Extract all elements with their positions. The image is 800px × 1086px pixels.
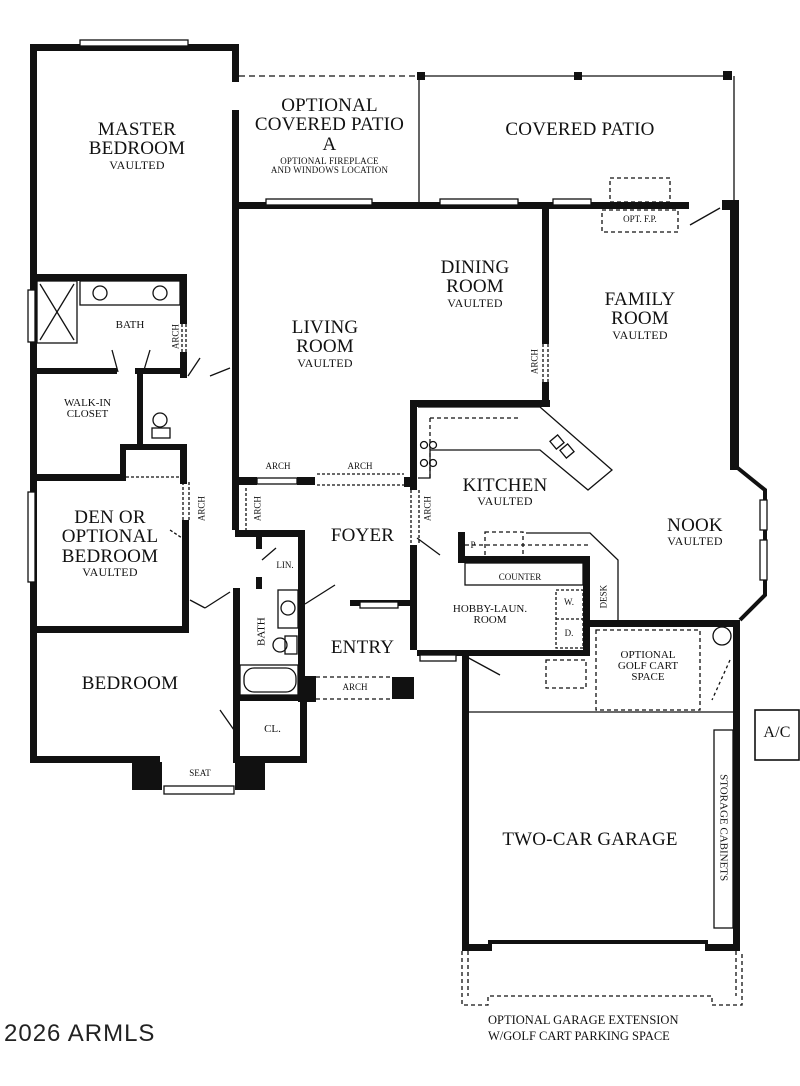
bedroom-label: BEDROOM (81, 673, 179, 694)
family-room-line1: FAMILY (604, 289, 676, 310)
covered-patio-label: COVERED PATIO (505, 119, 655, 140)
kitchen-label: KITCHEN VAULTED (450, 476, 560, 508)
optional-patio-note1: OPTIONAL FIREPLACE (280, 156, 379, 167)
living-room-line2: ROOM (296, 336, 354, 358)
den-line2: OPTIONAL (61, 526, 159, 548)
foyer-label: FOYER (330, 525, 395, 546)
optional-patio-note2: AND WINDOWS LOCATION (270, 165, 389, 176)
counter-label: COUNTER (485, 572, 555, 583)
optional-patio-label: OPTIONAL COVERED PATIO A OPTIONAL FIREPL… (242, 96, 417, 175)
golf-cart-line1: OPTIONAL (620, 649, 676, 661)
den-line1: DEN OR (74, 507, 146, 528)
pantry-label: P (470, 540, 476, 550)
linen-label: LIN. (276, 560, 294, 570)
nook-note: VAULTED (667, 534, 723, 549)
den-label: DEN OR OPTIONAL BEDROOM VAULTED (50, 507, 170, 580)
arch-label-master-bath: ARCH (170, 324, 181, 350)
den-line3: BEDROOM (61, 545, 159, 567)
nook-label: NOOK VAULTED (650, 516, 740, 548)
watermark: 2026 ARMLS (4, 1020, 156, 1047)
arch-label-living-1: ARCH (265, 461, 291, 471)
washer-label: W. (564, 597, 574, 607)
living-room-line1: LIVING (291, 317, 359, 338)
master-bedroom-line1: MASTER (97, 119, 177, 140)
master-bath-label: BATH (115, 319, 145, 331)
hobby-laundry-line2: ROOM (473, 614, 507, 627)
arch-label-living-2: ARCH (347, 461, 373, 471)
kitchen-name: KITCHEN (462, 475, 548, 496)
master-bedroom-label: MASTER BEDROOM VAULTED (82, 120, 192, 171)
golf-cart-line2: GOLF CART (617, 660, 679, 673)
nook-name: NOOK (667, 515, 723, 536)
seat-label: SEAT (189, 768, 211, 778)
golf-cart-line3: SPACE (631, 671, 665, 684)
optional-patio-line1: OPTIONAL (281, 95, 378, 116)
ac-label: A/C (763, 724, 791, 741)
arch-label-foyer-left: ARCH (252, 496, 263, 522)
dining-room-label: DINING ROOM VAULTED (420, 258, 530, 309)
dining-room-line2: ROOM (446, 276, 504, 298)
walk-in-closet-line2: CLOSET (66, 408, 109, 421)
master-bedroom-note: VAULTED (109, 157, 165, 172)
living-room-note: VAULTED (297, 355, 353, 370)
opt-fp-label: OPT. F.P. (623, 214, 657, 224)
garage-label: TWO-CAR GARAGE (502, 829, 678, 850)
arch-label-foyer-right: ARCH (422, 496, 433, 522)
garage-extension-line2: W/GOLF CART PARKING SPACE (488, 1028, 670, 1043)
golf-cart-label: OPTIONAL GOLF CART SPACE (600, 649, 696, 684)
family-room-note: VAULTED (612, 327, 668, 342)
dining-room-note: VAULTED (447, 295, 503, 310)
optional-patio-line3: A (322, 133, 337, 155)
walk-in-closet-label: WALK-IN CLOSET (40, 397, 135, 421)
dryer-label: D. (564, 628, 574, 638)
master-bedroom-line2: BEDROOM (88, 138, 186, 160)
desk-label: DESK (598, 584, 609, 609)
walk-in-closet-line1: WALK-IN (63, 397, 112, 409)
living-room-label: LIVING ROOM VAULTED (270, 318, 380, 369)
den-note: VAULTED (82, 565, 138, 580)
hobby-laundry-line1: HOBBY-LAUN. (452, 603, 528, 615)
optional-patio-line2: COVERED PATIO (254, 114, 405, 136)
kitchen-note: VAULTED (477, 494, 533, 509)
storage-cabinets-label: STORAGE CABINETS (717, 774, 730, 882)
hobby-laundry-label: HOBBY-LAUN. ROOM (430, 603, 550, 627)
family-room-line2: ROOM (611, 308, 669, 330)
closet-label: CL. (264, 723, 281, 735)
family-room-label: FAMILY ROOM VAULTED (585, 290, 695, 341)
garage-extension-line1: OPTIONAL GARAGE EXTENSION (488, 1013, 679, 1027)
arch-label-entry: ARCH (342, 682, 368, 692)
arch-label-den: ARCH (196, 496, 207, 522)
garage-extension-caption: OPTIONAL GARAGE EXTENSION W/GOLF CART PA… (488, 1013, 679, 1044)
arch-label-dining-family: ARCH (529, 349, 540, 375)
hall-bath-label: BATH (255, 617, 268, 646)
entry-label: ENTRY (330, 637, 395, 658)
dining-room-line1: DINING (440, 257, 510, 278)
